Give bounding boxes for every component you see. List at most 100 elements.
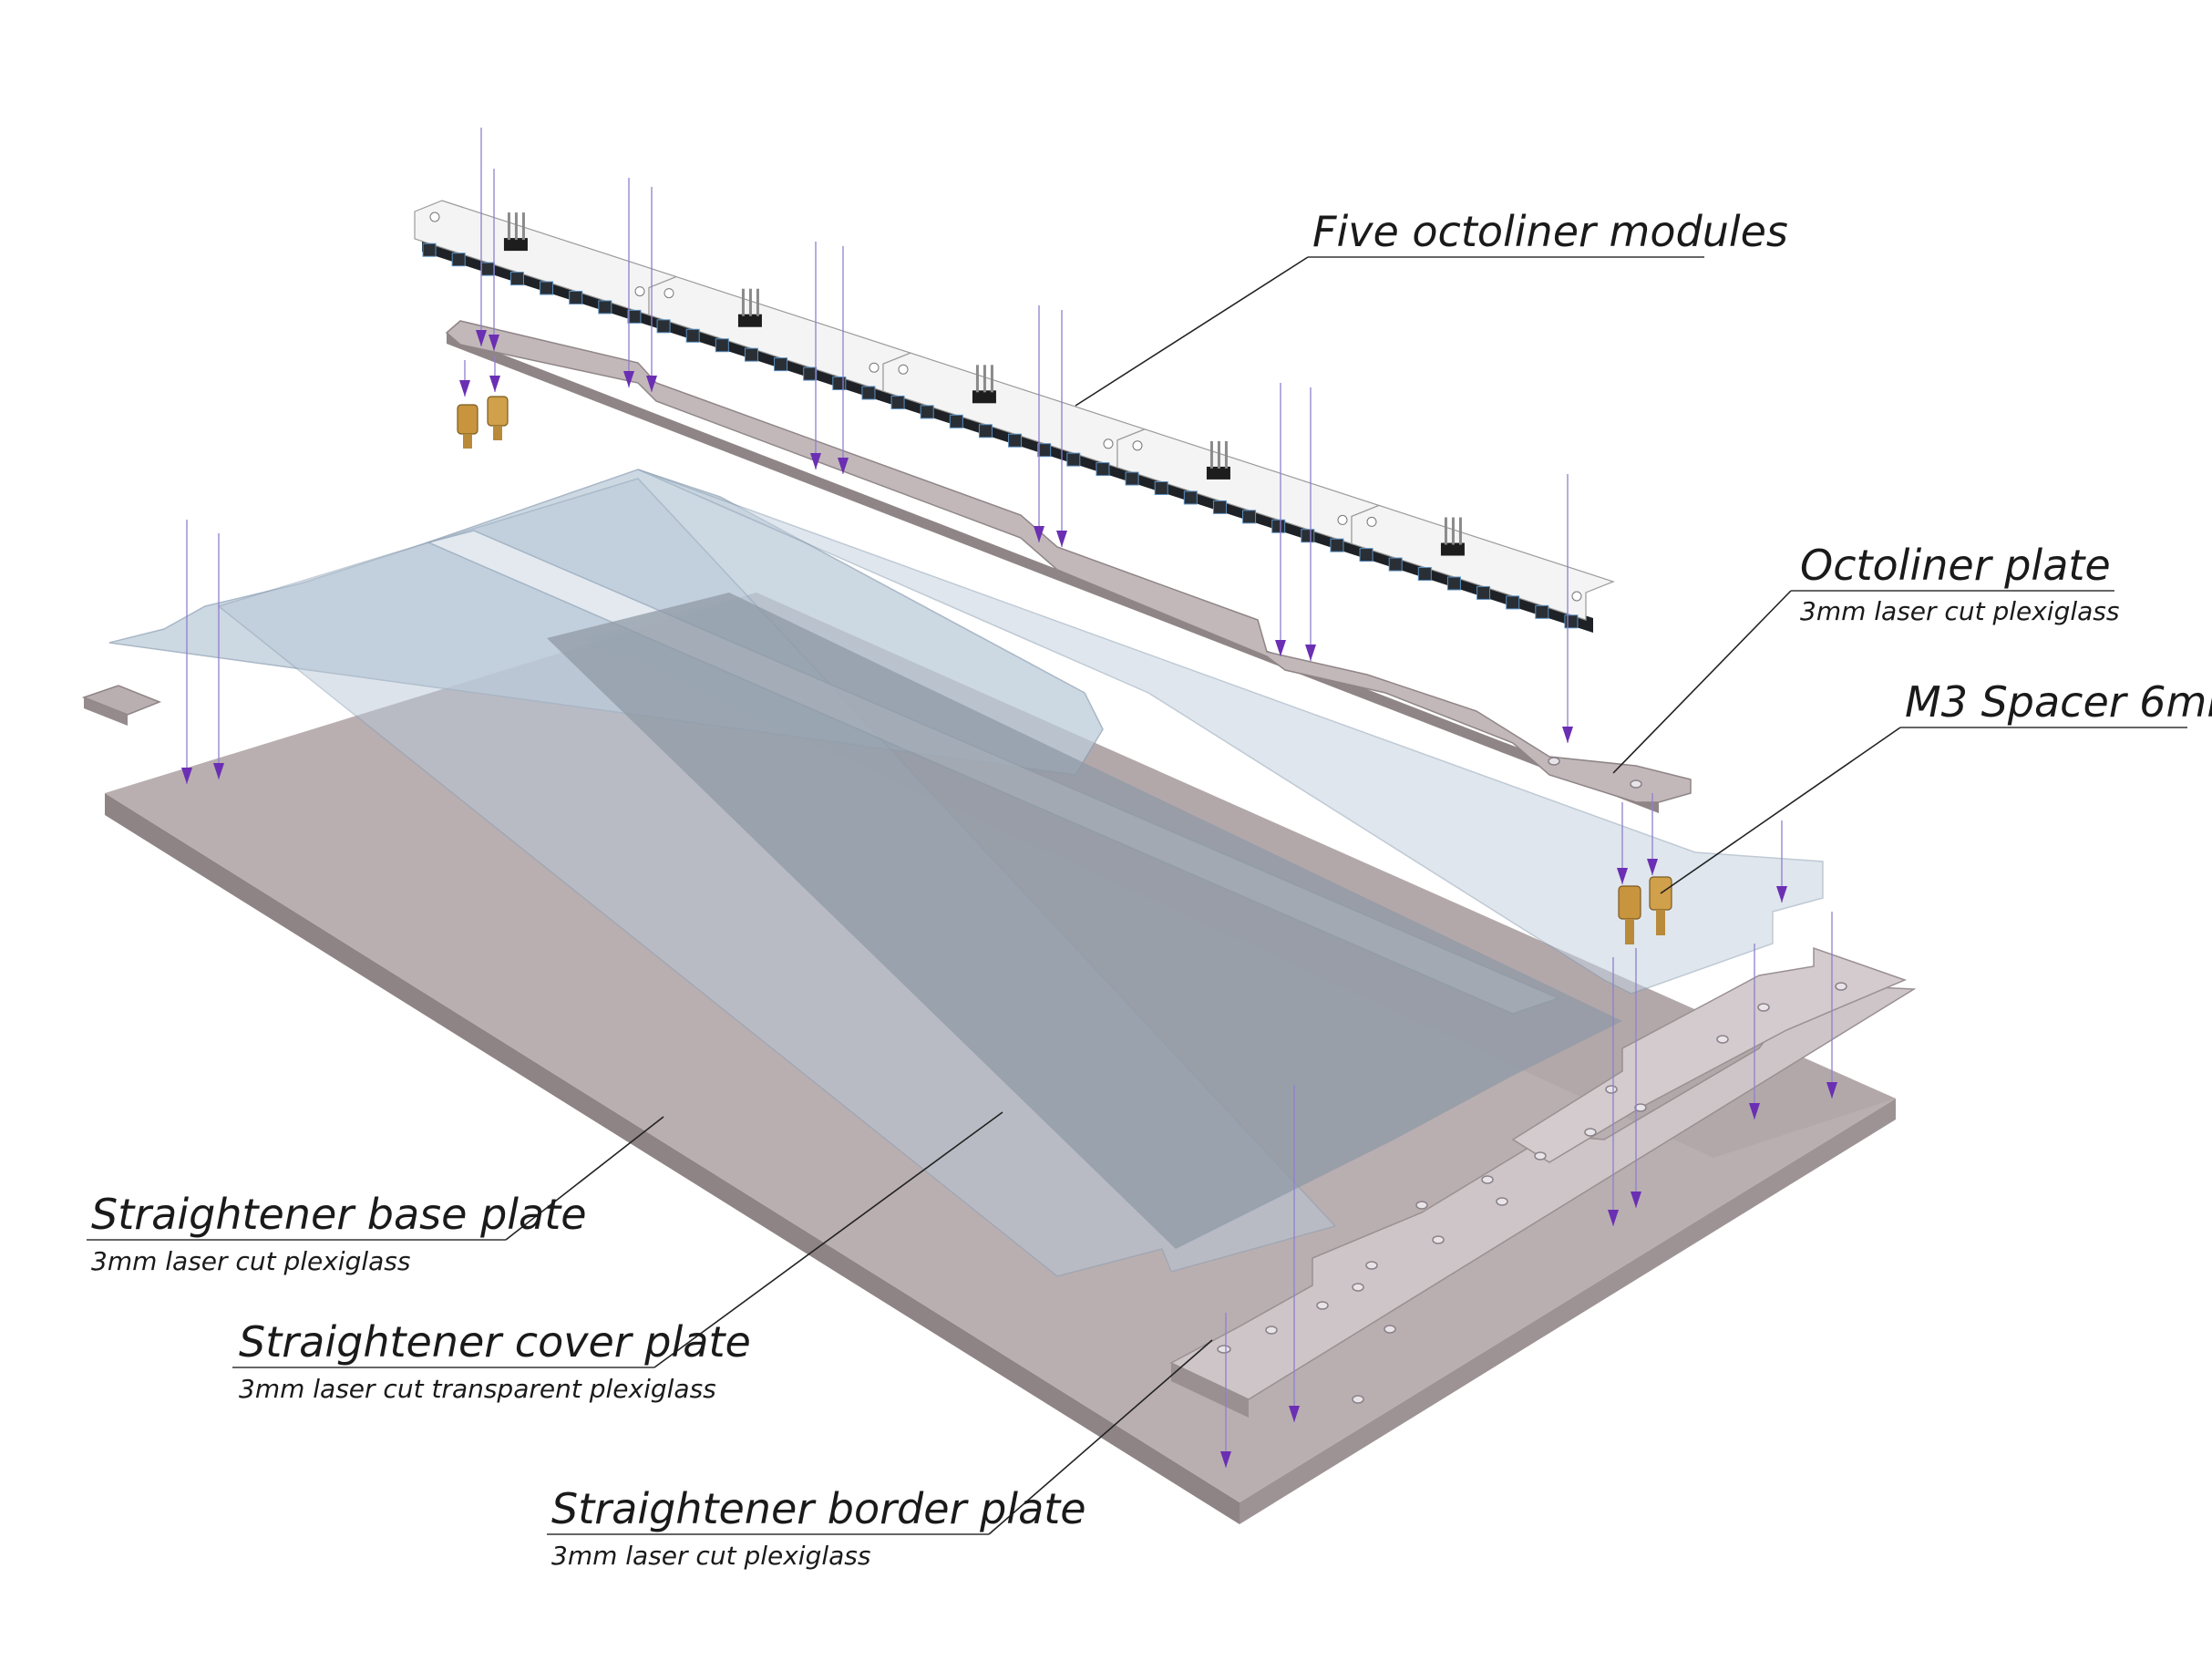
callout-leaders xyxy=(87,256,2187,1535)
pin-header xyxy=(503,238,528,252)
assembly-arrow xyxy=(1826,1082,1837,1099)
assembly-arrow xyxy=(1034,526,1044,542)
spacer-left-a xyxy=(457,404,478,449)
pin-header xyxy=(1440,542,1465,556)
spacer-body xyxy=(457,404,478,435)
spacer-thread xyxy=(463,434,472,449)
ir-sensor xyxy=(1446,576,1461,591)
straightener-border-plate xyxy=(81,685,1917,1418)
octoliner-plate-hole xyxy=(1630,779,1642,789)
octoliner-plate-edge xyxy=(447,333,1659,813)
leader-border-plate xyxy=(988,1339,1213,1535)
border-hole xyxy=(1605,1085,1618,1094)
label-m3-spacer: M3 Spacer 6mm xyxy=(1905,677,2212,727)
label-cover-plate: Straightener cover plate xyxy=(239,1317,751,1367)
label-base-plate-sub: 3mm laser cut plexiglass xyxy=(91,1246,410,1276)
assembly-arrow xyxy=(1289,1406,1300,1422)
mount-hole xyxy=(1337,514,1348,525)
header-pin xyxy=(741,288,745,316)
border-hole xyxy=(1584,1128,1597,1137)
header-pin xyxy=(748,288,752,316)
border-hole xyxy=(1365,1261,1378,1270)
border-hole xyxy=(1352,1283,1364,1292)
assembly-arrow xyxy=(1305,645,1316,661)
ir-sensor xyxy=(422,242,437,257)
ir-sensor xyxy=(1359,548,1373,562)
ir-sensor xyxy=(1564,614,1579,629)
m3-spacers xyxy=(457,396,1672,944)
pin-header xyxy=(737,314,762,327)
ir-sensor xyxy=(480,262,495,276)
border-hole xyxy=(1352,1395,1364,1404)
assembly-arrow xyxy=(181,768,192,784)
border-hole xyxy=(1716,1035,1729,1044)
octoliner-module xyxy=(1351,504,1615,633)
assembly-axes xyxy=(181,128,1837,1468)
callout-labels: Five octoliner modules Octoliner plate 3… xyxy=(91,207,2212,1571)
ir-sensor xyxy=(540,281,554,295)
cover-plate-right-section xyxy=(637,469,1824,995)
border-hole xyxy=(1415,1201,1428,1210)
assembly-arrow xyxy=(459,380,470,397)
spacer-thread xyxy=(493,426,502,440)
ir-sensor xyxy=(949,414,963,428)
border-hole xyxy=(1496,1197,1508,1206)
mount-hole xyxy=(429,211,440,222)
border-plate-front-edge xyxy=(1171,1363,1249,1418)
label-base-plate: Straightener base plate xyxy=(91,1190,587,1239)
spacer-thread xyxy=(1656,910,1665,935)
assembly-arrow xyxy=(489,376,500,392)
ir-sensor xyxy=(1271,519,1286,533)
spacer-body xyxy=(487,396,509,427)
octoliner-module xyxy=(648,275,912,405)
leader-octoliner-plate xyxy=(1612,590,1792,774)
ir-sensor xyxy=(1330,538,1344,552)
assembly-arrow xyxy=(1275,640,1286,656)
label-octoliner-plate: Octoliner plate xyxy=(1800,541,2111,590)
ir-sensor xyxy=(509,272,524,286)
octoliner-plate-top xyxy=(445,320,1692,803)
mount-hole xyxy=(664,288,674,299)
leader-cover-plate xyxy=(653,1111,1003,1368)
border-plate-holes xyxy=(1217,982,1847,1404)
mount-hole xyxy=(1103,438,1114,449)
header-pin xyxy=(975,365,979,393)
header-pin xyxy=(1451,517,1455,545)
ir-sensor xyxy=(1212,500,1227,514)
assembly-arrow xyxy=(1749,1103,1760,1119)
ir-sensor xyxy=(890,395,905,409)
ir-sensor xyxy=(715,338,729,353)
border-hole xyxy=(1534,1151,1547,1161)
header-pin xyxy=(1458,517,1462,545)
header-pin xyxy=(507,212,510,241)
ir-sensor xyxy=(656,319,671,334)
ir-sensor xyxy=(1388,557,1403,572)
border-hole xyxy=(1835,982,1847,991)
straightener-cover-plate xyxy=(108,469,1824,1277)
base-plate-side xyxy=(105,793,1240,1524)
assembly-arrow xyxy=(838,458,849,474)
border-hole xyxy=(1217,1345,1231,1354)
assembly-arrow xyxy=(213,763,224,779)
mount-hole xyxy=(1366,516,1377,527)
assembly-arrow xyxy=(1631,1192,1641,1208)
border-plate-inner-strip xyxy=(1511,946,1908,1163)
assembly-arrow xyxy=(1647,859,1658,875)
ir-sensor xyxy=(1096,462,1110,477)
ir-sensor xyxy=(598,300,612,315)
octoliner-plate xyxy=(445,320,1692,813)
mount-hole xyxy=(1132,440,1143,451)
border-plate-outer-strip xyxy=(1169,984,1917,1400)
octoliner-module xyxy=(414,200,678,328)
header-pin xyxy=(521,212,525,241)
ir-sensor xyxy=(832,377,847,391)
border-hole xyxy=(1481,1175,1494,1184)
header-pin xyxy=(514,212,518,241)
header-pin xyxy=(983,365,986,393)
base-plate-front-edge xyxy=(1240,1099,1896,1524)
assembly-arrow xyxy=(1056,531,1067,547)
border-hole xyxy=(1432,1235,1445,1244)
leader-base-plate xyxy=(505,1116,664,1241)
spacer-thread xyxy=(1625,919,1634,944)
